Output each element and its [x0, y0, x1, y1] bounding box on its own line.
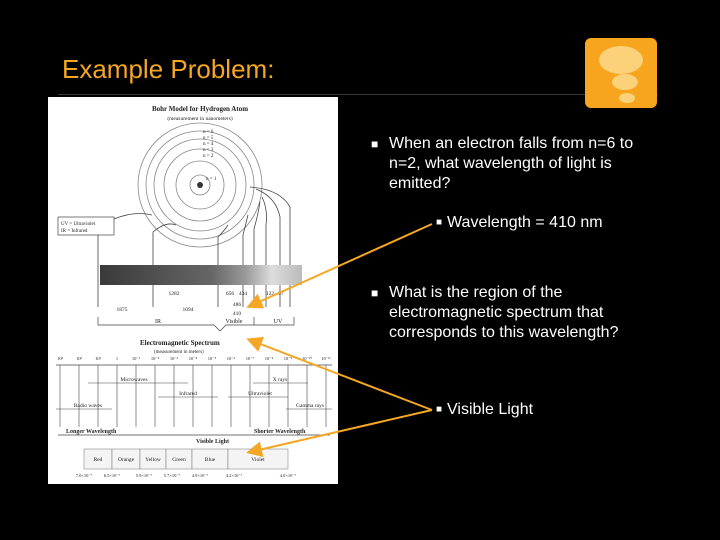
arrow-to-visible-light [250, 410, 432, 452]
arrow-to-410nm [250, 224, 432, 306]
arrow-to-visible-region [250, 340, 432, 410]
